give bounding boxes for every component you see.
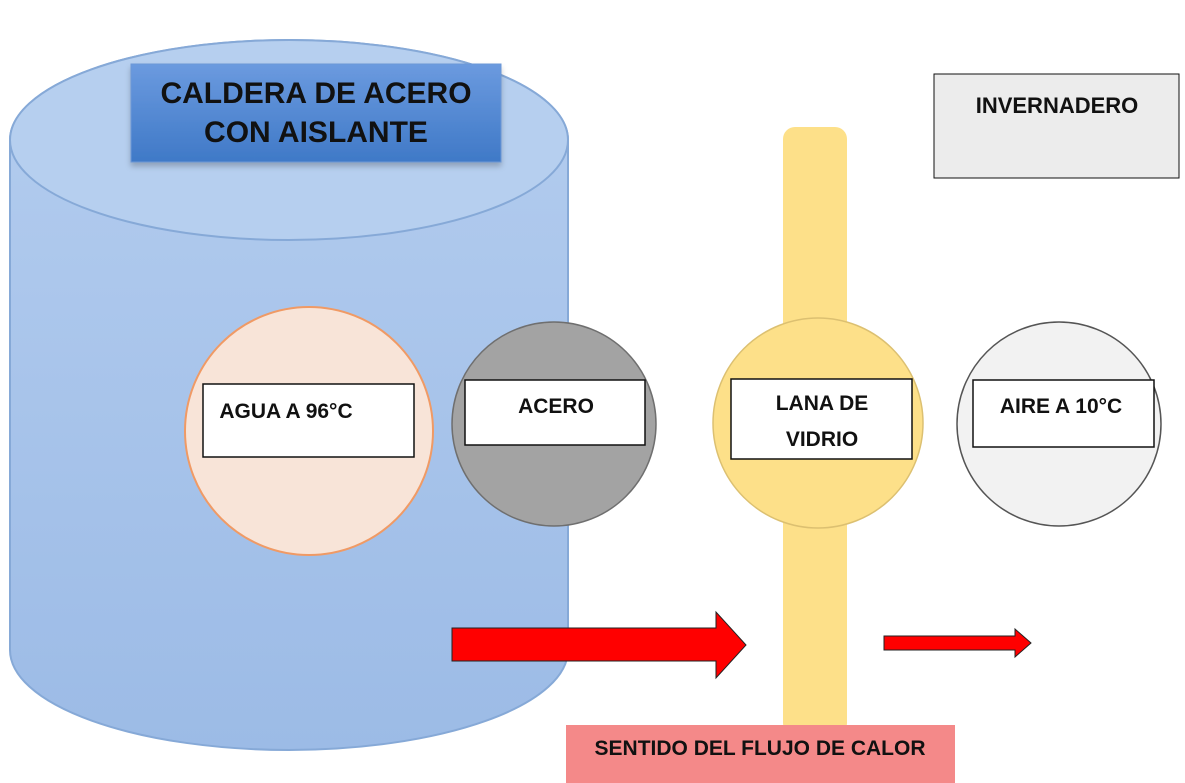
heat-flow-label: SENTIDO DEL FLUJO DE CALOR	[595, 737, 926, 760]
water-layer: AGUA A 96°C	[184, 306, 434, 556]
glass-wool-layer: LANA DE VIDRIO	[712, 317, 924, 529]
glass-wool-label-line-1: LANA DE	[776, 392, 869, 415]
greenhouse-label: INVERNADERO	[976, 93, 1139, 118]
water-label: AGUA A 96°C	[219, 400, 352, 423]
boiler-title-box: CALDERA DE ACERO CON AISLANTE	[130, 63, 502, 163]
large-heat-flow-arrow	[451, 610, 747, 680]
air-label: AIRE A 10°C	[1000, 395, 1122, 418]
air-layer: AIRE A 10°C	[956, 321, 1162, 527]
boiler-title-line-1: CALDERA DE ACERO	[160, 77, 471, 110]
glass-wool-label-box	[730, 378, 913, 460]
greenhouse-box-background	[933, 73, 1180, 179]
small-heat-flow-arrow	[883, 627, 1032, 659]
boiler-title-line-2: CON AISLANTE	[204, 116, 428, 149]
air-label-box	[972, 379, 1155, 448]
boiler-title-background	[130, 63, 502, 163]
steel-label-box	[464, 379, 646, 446]
steel-label: ACERO	[518, 395, 594, 418]
water-label-box	[202, 383, 415, 458]
steel-layer: ACERO	[451, 321, 657, 527]
greenhouse-box: INVERNADERO	[933, 73, 1180, 179]
heat-flow-label-background	[566, 725, 955, 783]
heat-flow-label-box: SENTIDO DEL FLUJO DE CALOR	[566, 725, 955, 783]
glass-wool-label-line-2: VIDRIO	[786, 428, 858, 451]
